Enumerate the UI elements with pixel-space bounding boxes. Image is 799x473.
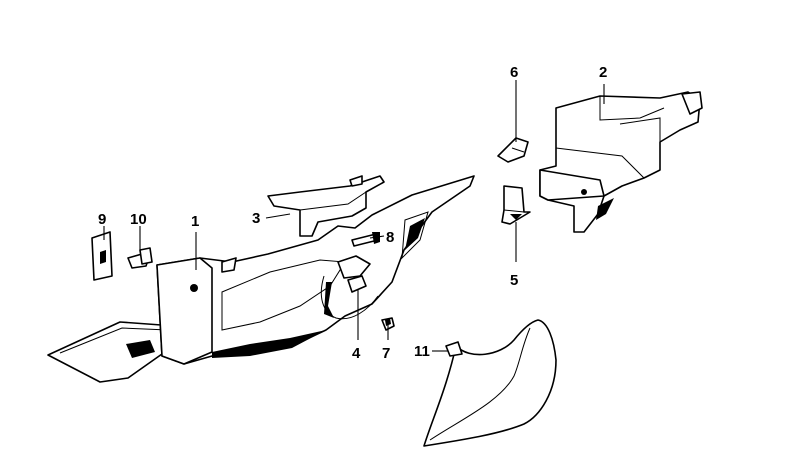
callout-labels: 1 2 3 4 5 6 7 8 9 10 11: [98, 64, 607, 362]
part-11-cover: [423, 319, 557, 447]
part-6-clip: [497, 137, 529, 163]
part-9-clip-plate: [91, 231, 113, 281]
callout-1: 1: [191, 213, 199, 230]
callout-3: 3: [252, 210, 260, 227]
callout-8: 8: [386, 229, 394, 246]
callout-7: 7: [382, 345, 390, 362]
part-1-lower-trim: [47, 175, 475, 383]
callout-5: 5: [510, 272, 518, 289]
callout-4: 4: [352, 345, 361, 362]
callout-11: 11: [414, 343, 430, 360]
part-2-upper-trim: [539, 91, 703, 233]
callout-10: 10: [130, 211, 147, 228]
part-4-clip: [337, 255, 371, 293]
part-10-screw: [127, 247, 153, 269]
callout-9: 9: [98, 211, 106, 228]
part-5-angle-bracket: [501, 185, 531, 225]
callout-2: 2: [599, 64, 607, 81]
part-8-bolt: [351, 232, 380, 247]
leader-lines: [103, 80, 605, 352]
callout-6: 6: [510, 64, 518, 81]
part-3-bracket: [267, 175, 385, 237]
